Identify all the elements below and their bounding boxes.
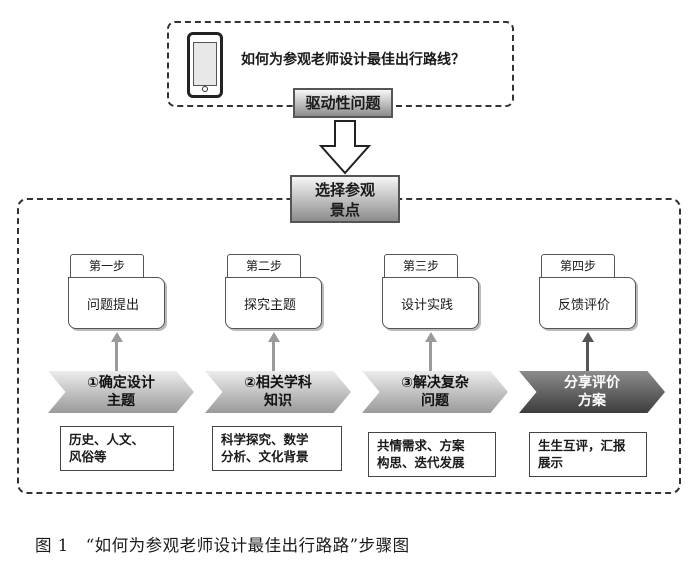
ribbon-1-line-1: ①确定设计 xyxy=(87,375,155,391)
connector-line-3 xyxy=(429,340,432,372)
ribbon-3-line-1: ③解决复杂 xyxy=(401,375,469,391)
ribbon-2-line-1: ②相关学科 xyxy=(244,375,312,391)
step-desc-4: 生生互评，汇报 展示 xyxy=(529,432,647,477)
phone-home-button xyxy=(202,86,208,92)
up-arrowhead-icon xyxy=(268,332,280,342)
ribbon-3-line-2: 问题 xyxy=(421,393,449,409)
step-card-3: 设计实践 xyxy=(382,277,479,329)
desc-4-line-1: 生生互评，汇报 xyxy=(538,438,626,453)
step-tab-3: 第三步 xyxy=(384,254,458,278)
select-label-line-2: 景点 xyxy=(329,201,360,219)
driving-question-label: 驱动性问题 xyxy=(293,88,393,118)
connector-line-2 xyxy=(272,340,275,372)
step-desc-2: 科学探究、数学 分析、文化背景 xyxy=(212,426,342,471)
step-ribbon-4: 分享评价 方案 xyxy=(519,371,665,413)
ribbon-4-line-2: 方案 xyxy=(578,393,606,409)
step-tab-4: 第四步 xyxy=(541,254,615,278)
step-tab-2: 第二步 xyxy=(227,254,301,278)
step-ribbon-1: ①确定设计 主题 xyxy=(48,371,194,413)
down-arrow-icon xyxy=(318,120,372,175)
step-tab-1: 第一步 xyxy=(70,254,144,278)
desc-4-line-2: 展示 xyxy=(538,455,564,470)
step-card-4: 反馈评价 xyxy=(539,277,636,329)
up-arrowhead-icon xyxy=(111,332,123,342)
connector-line-1 xyxy=(115,340,118,372)
desc-2-line-2: 分析、文化背景 xyxy=(221,449,309,464)
select-scenic-spot-label: 选择参观 景点 xyxy=(290,175,400,223)
ribbon-4-line-1: 分享评价 xyxy=(564,375,620,391)
figure-caption: 图 1 “如何为参观老师设计最佳出行路路”步骤图 xyxy=(35,536,410,555)
ribbon-1-line-2: 主题 xyxy=(107,393,135,409)
desc-2-line-1: 科学探究、数学 xyxy=(221,432,309,447)
desc-1-line-1: 历史、人文、 xyxy=(69,432,145,447)
up-arrowhead-icon xyxy=(425,332,437,342)
up-arrowhead-icon xyxy=(582,332,594,342)
step-desc-3: 共情需求、方案 构思、迭代发展 xyxy=(368,432,496,477)
driving-question-text: 如何为参观老师设计最佳出行路线？ xyxy=(241,52,465,68)
desc-1-line-2: 风俗等 xyxy=(69,449,107,464)
ribbon-2-line-2: 知识 xyxy=(264,393,292,409)
phone-screen xyxy=(193,42,217,86)
connector-line-4 xyxy=(586,340,589,372)
desc-3-line-1: 共情需求、方案 xyxy=(377,438,465,453)
desc-3-line-2: 构思、迭代发展 xyxy=(377,455,465,470)
step-ribbon-3: ③解决复杂 问题 xyxy=(362,371,508,413)
step-card-1: 问题提出 xyxy=(68,277,165,329)
step-ribbon-2: ②相关学科 知识 xyxy=(205,371,351,413)
step-card-2: 探究主题 xyxy=(225,277,322,329)
step-desc-1: 历史、人文、 风俗等 xyxy=(60,426,174,471)
select-label-line-1: 选择参观 xyxy=(314,181,375,199)
smartphone-icon xyxy=(187,32,223,98)
